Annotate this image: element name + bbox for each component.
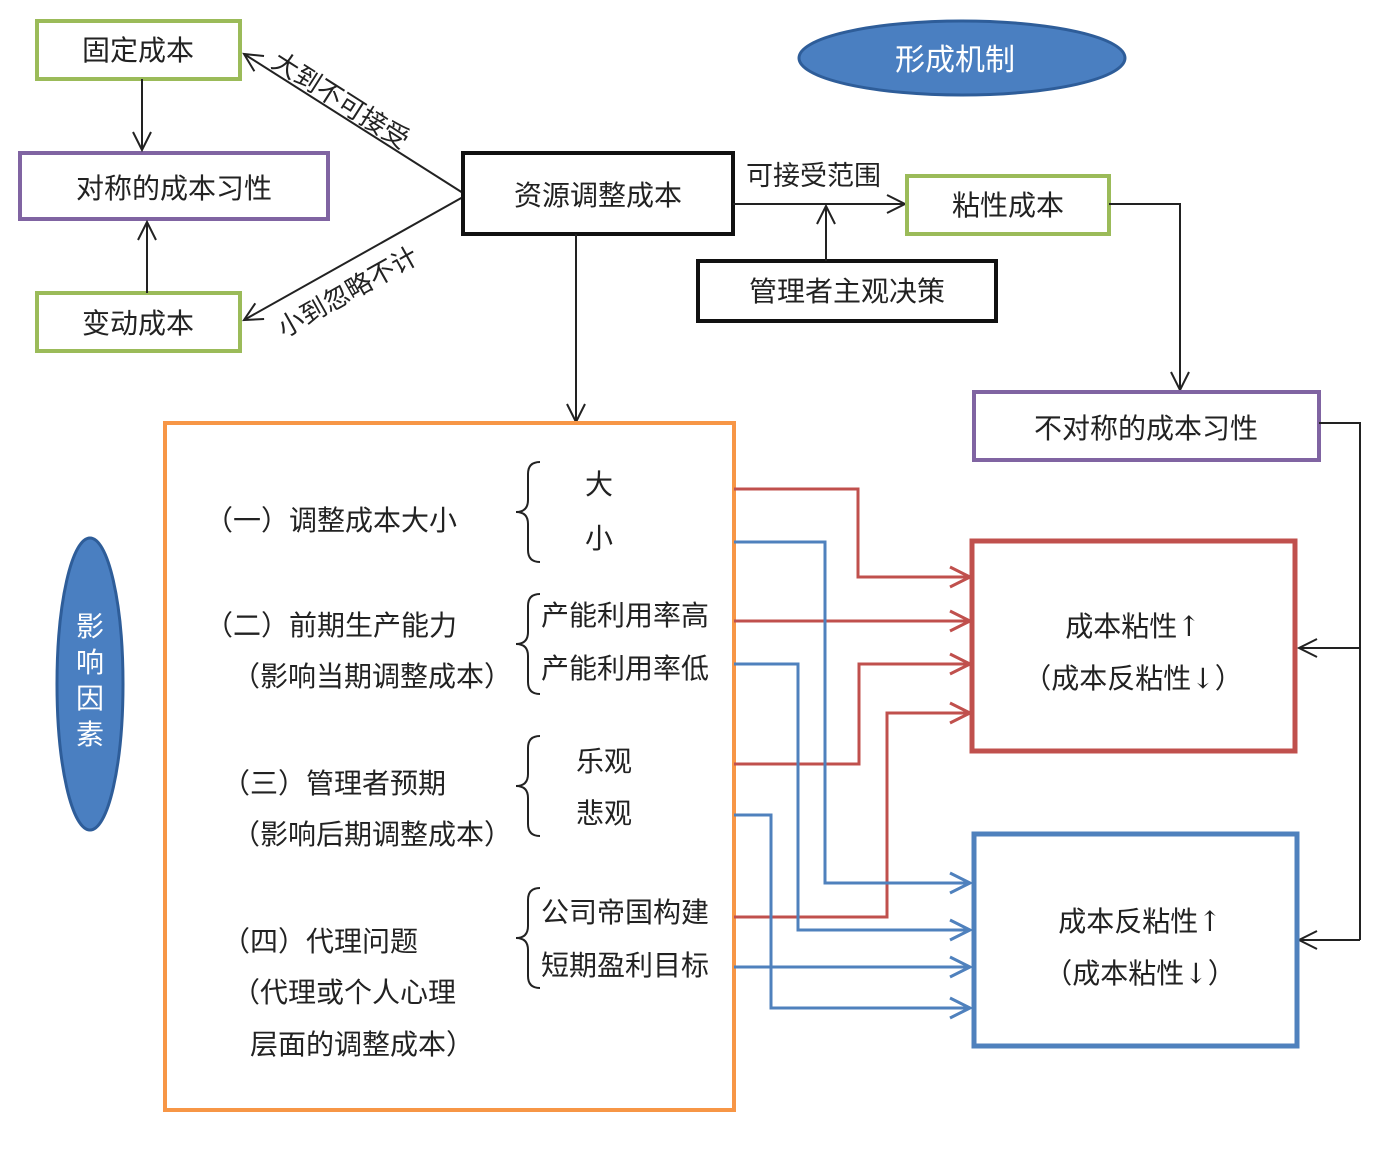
- brace-1: [515, 461, 541, 563]
- brace-4: [515, 887, 541, 989]
- sticky-up-box: 成本粘性↑ （成本反粘性↓）: [969, 538, 1298, 754]
- factor-4-sub-1: （代理或个人心理: [232, 976, 456, 1009]
- symmetric-behavior-node: 对称的成本习性: [18, 151, 330, 221]
- resource-adjustment-node: 资源调整成本: [461, 151, 735, 236]
- variable-cost-label: 变动成本: [82, 307, 194, 340]
- too-large-label: 大到不可接受: [266, 47, 414, 156]
- factor-2-title: （二）前期生产能力: [205, 609, 457, 642]
- factor-2-item-1: 产能利用率高: [541, 599, 709, 632]
- factors-char-2: 响: [76, 646, 104, 679]
- factor-4-item-2: 短期盈利目标: [541, 949, 709, 982]
- factor-3-item-1: 乐观: [576, 745, 632, 778]
- factor-4-title: （四）代理问题: [222, 925, 418, 958]
- negligible-arrow: [242, 196, 464, 322]
- negligible-label: 小到忽略不计: [273, 242, 424, 345]
- antisticky-up-box: 成本反粘性↑ （成本粘性↓）: [971, 831, 1300, 1049]
- factors-char-3: 因: [76, 682, 104, 715]
- red-connector-large: [734, 487, 974, 589]
- factors-box: [163, 421, 736, 1112]
- antisticky-up-line-2: （成本粘性↓）: [1044, 957, 1235, 990]
- factor-4-sub-2: 层面的调整成本）: [250, 1028, 474, 1061]
- blue-connector-low-utilization: [734, 662, 974, 942]
- factors-char-1: 影: [76, 610, 104, 643]
- manager-decision-label: 管理者主观决策: [749, 275, 945, 308]
- blue-connector-pessimistic: [734, 813, 974, 1020]
- resource-adjustment-label: 资源调整成本: [514, 179, 682, 212]
- too-large-arrow: [242, 52, 464, 194]
- factor-2-sub: （影响当期调整成本）: [232, 660, 512, 693]
- factor-3-sub: （影响后期调整成本）: [232, 818, 512, 851]
- asymmetric-behavior-node: 不对称的成本习性: [972, 390, 1321, 462]
- acceptable-range-label: 可接受范围: [746, 161, 881, 192]
- factor-2-item-2: 产能利用率低: [541, 652, 709, 685]
- factor-4-item-1: 公司帝国构建: [541, 896, 709, 929]
- asymmetric-right-line: [1319, 422, 1361, 940]
- sticky-up-line-1: 成本粘性↑: [1065, 610, 1200, 643]
- symmetric-behavior-label: 对称的成本习性: [76, 172, 272, 205]
- asymmetric-behavior-label: 不对称的成本习性: [1034, 412, 1258, 445]
- mechanism-oval: 形成机制: [797, 19, 1127, 97]
- factor-1-title: （一）调整成本大小: [205, 504, 457, 537]
- factor-3-item-2: 悲观: [576, 797, 632, 830]
- sticky-cost-node: 粘性成本: [905, 174, 1111, 236]
- factors-char-4: 素: [76, 718, 104, 751]
- fixed-cost-label: 固定成本: [82, 34, 194, 67]
- blue-connector-small: [734, 540, 974, 895]
- sticky-up-line-2: （成本反粘性↓）: [1023, 662, 1242, 695]
- fixed-cost-node: 固定成本: [35, 19, 242, 81]
- antisticky-up-line-1: 成本反粘性↑: [1058, 905, 1221, 938]
- manager-decision-node: 管理者主观决策: [696, 259, 998, 323]
- mechanism-label: 形成机制: [895, 43, 1015, 78]
- sticky-cost-label: 粘性成本: [952, 189, 1064, 222]
- factors-oval: 影 响 因 素: [55, 536, 125, 832]
- brace-3: [515, 735, 541, 837]
- factor-3-title: （三）管理者预期: [222, 767, 446, 800]
- sticky-to-asymmetric-arrow: [1109, 203, 1190, 393]
- factor-1-item-2: 小: [585, 522, 613, 555]
- variable-cost-node: 变动成本: [35, 291, 242, 353]
- brace-2: [515, 593, 541, 695]
- factor-1-item-1: 大: [585, 468, 613, 501]
- red-connector-empire-building: [734, 701, 974, 919]
